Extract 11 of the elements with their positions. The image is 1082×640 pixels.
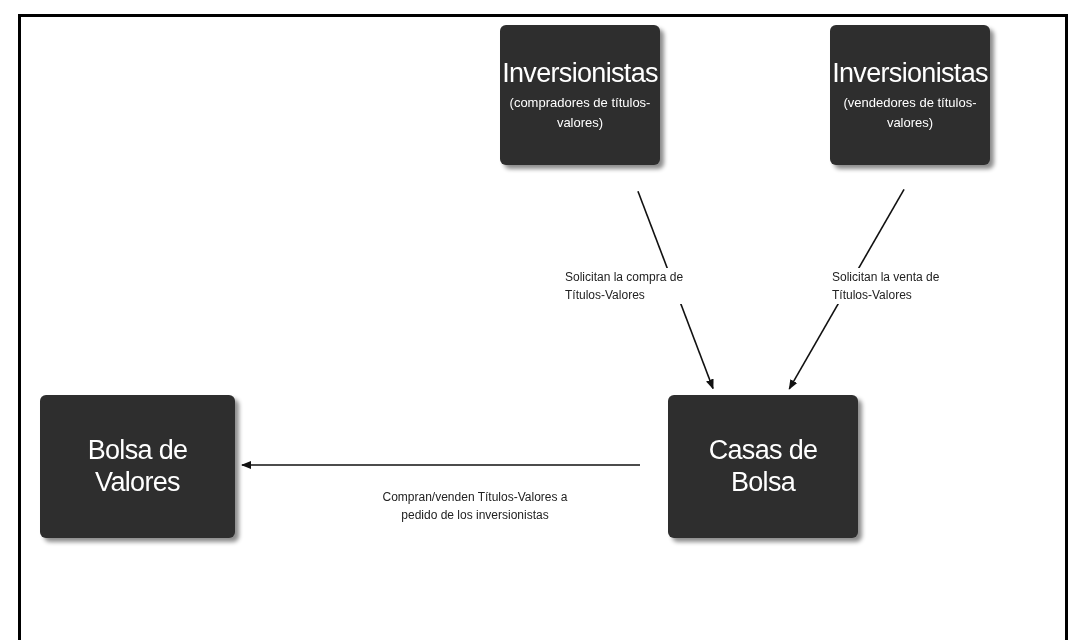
box-title: Inversionistas [832,57,988,89]
process-box [830,25,990,165]
arrow [241,461,641,470]
process-box [668,395,858,538]
box-title: Inversionistas [502,57,658,89]
box-subtitle: (vendedores de títulos-valores) [842,94,978,132]
box-title: Casas de Bolsa [707,435,819,498]
box-subtitle: (compradores de títulos-valores) [508,94,652,132]
process-box [40,395,235,538]
process-box [500,25,660,165]
box-title: Bolsa de Valores [86,435,189,498]
